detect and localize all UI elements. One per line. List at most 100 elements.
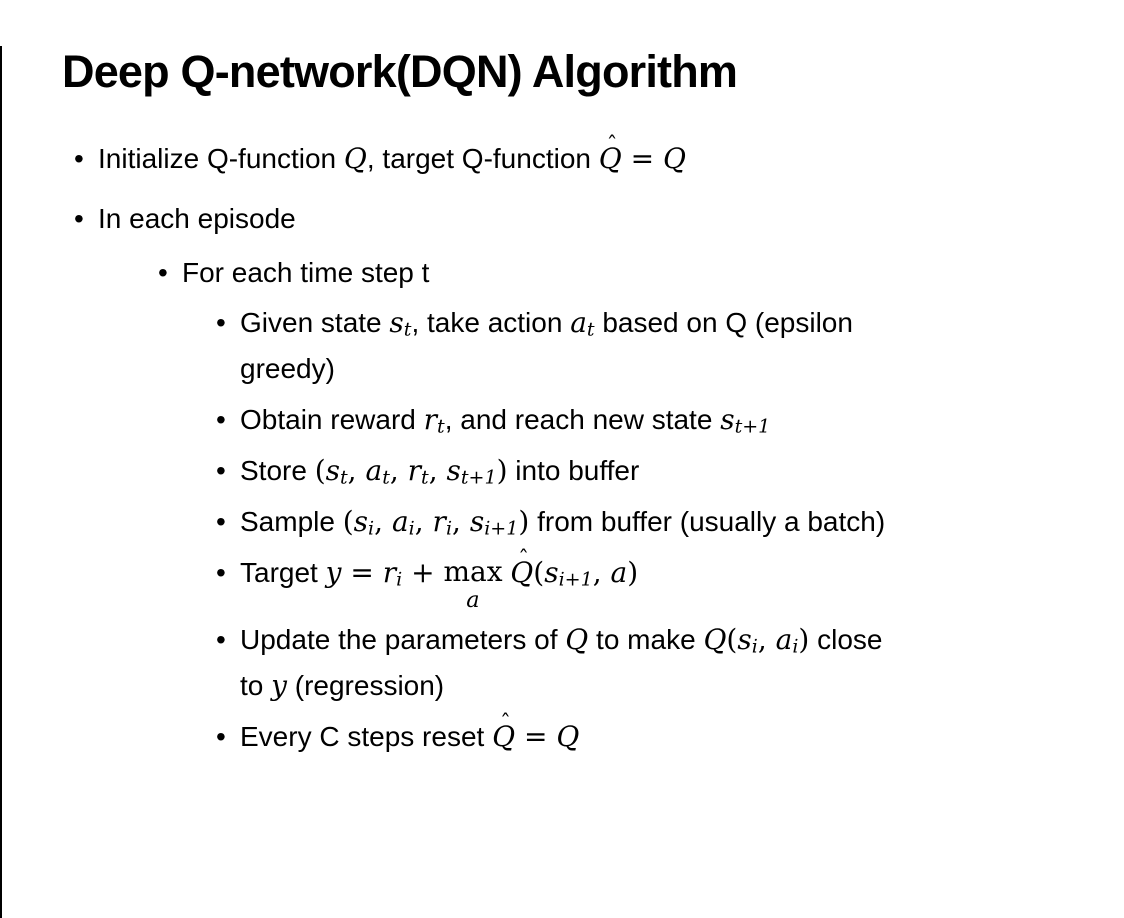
math-segment: a [391, 505, 409, 539]
text-segment: Given state [240, 307, 390, 339]
math-segment: , [374, 505, 392, 539]
math-segment: Q [662, 141, 686, 175]
slide-left-border [0, 46, 2, 918]
text-segment: Target [240, 557, 326, 588]
text-segment: Update the parameters of [240, 623, 566, 655]
math-segment: s [469, 505, 485, 539]
bullet-icon: • [216, 455, 226, 487]
math-segment: ) [518, 505, 530, 539]
math-segment: i [396, 568, 403, 591]
bullet-item: •Obtain reward rt, and reach new state s… [216, 397, 1124, 443]
math-segment: , [389, 454, 408, 488]
bullet-text: Obtain reward rt, and reach new state st… [240, 397, 770, 443]
math-segment: , [592, 556, 611, 589]
math-segment: ( [726, 622, 738, 656]
bullet-icon: • [216, 404, 226, 436]
text-segment: from buffer (usually a batch) [529, 506, 886, 538]
text-segment: Store [240, 455, 315, 487]
math-segment: ( [314, 454, 326, 488]
bullet-text: For each time step t [182, 250, 429, 296]
math-segment: t [586, 318, 595, 341]
text-segment: , target Q-function [366, 142, 599, 174]
hat-accent: ˆ [518, 547, 530, 573]
math-segment: ) [496, 454, 508, 488]
bullet-icon: • [158, 256, 168, 288]
math-segment: i+1 [558, 568, 593, 591]
math-segment: ) [627, 556, 639, 589]
math-segment: t [437, 415, 445, 438]
math-segment: i [408, 517, 415, 540]
math-segment: , [428, 454, 447, 488]
bullet-item: • In each episode [74, 196, 1124, 242]
text-segment: to make [588, 623, 704, 655]
math-segment: , [347, 454, 366, 488]
math-segment: a [610, 556, 628, 589]
math-segment: ( [342, 505, 354, 539]
math-segment: y [271, 668, 287, 702]
bullet-text: Sample (si, ai, ri, si+1) from buffer (u… [240, 499, 885, 545]
math-segment: s [389, 306, 404, 340]
text-segment: greedy) [240, 353, 335, 385]
page-title: Deep Q-network(DQN) Algorithm [62, 46, 738, 97]
bullet-item: •Initialize Q-function Q, target Q-funct… [74, 133, 1124, 182]
bullet-item: • For each time step t [158, 250, 1124, 296]
math-segment: r [407, 454, 422, 488]
text-segment: into buffer [507, 455, 640, 487]
limit-variable: a [466, 587, 480, 614]
slide: Deep Q-network(DQN) Algorithm •Initializ… [0, 46, 1124, 918]
math-segment: a [775, 622, 793, 656]
text-segment: For each time step t [182, 256, 430, 288]
math-segment: s [720, 403, 735, 437]
hat-accent: ˆ [606, 133, 618, 159]
math-segment: i [445, 517, 453, 540]
math-segment: t+1 [460, 466, 497, 489]
math-segment: , [414, 505, 433, 539]
bullet-item: •Sample (si, ai, ri, si+1) from buffer (… [216, 499, 1124, 545]
math-segment: ) [798, 622, 810, 656]
math-segment: + [402, 556, 444, 589]
text-segment: In each episode [98, 202, 296, 234]
math-segment: , [757, 622, 776, 656]
text-segment: close [809, 623, 883, 655]
math-segment: Q [556, 719, 580, 753]
math-segment: i [368, 517, 375, 540]
math-segment: s [544, 556, 559, 589]
bullet-item: •Update the parameters of Q to make Q(si… [216, 617, 1124, 709]
bullet-icon: • [216, 307, 226, 339]
math-segment: Q [703, 622, 727, 656]
bullet-text: Initialize Q-function Q , target Q-functi… [98, 133, 686, 182]
text-segment [503, 557, 511, 588]
text-segment: Every C steps reset [240, 720, 493, 752]
bullet-item: •Given state st, take action at based on… [216, 300, 1124, 392]
math-segment: Q [565, 622, 589, 656]
math-segment: t [421, 466, 429, 489]
math-segment: s [325, 454, 341, 488]
math-segment: y [325, 556, 342, 589]
bullet-text: Update the parameters of Q to make Q(si,… [240, 617, 883, 709]
bullet-icon: • [74, 202, 84, 234]
text-segment: to [240, 669, 272, 701]
bullet-text: Store (st, at, rt, st+1) into buffer [240, 448, 639, 494]
math-segment: i [792, 635, 799, 658]
math-segment: = [515, 719, 557, 753]
math-segment: i+1 [484, 517, 519, 540]
math-segment: t [382, 466, 390, 489]
limit-operator: max [443, 555, 503, 589]
bullet-text: In each episode [98, 196, 296, 242]
math-segment: = [621, 141, 663, 175]
text-segment: Initialize Q-function [98, 142, 344, 174]
bullet-text: Given state st, take action at based on … [240, 300, 853, 392]
math-segment: r [432, 505, 446, 539]
bullet-item: •Store (st, at, rt, st+1) into buffer [216, 448, 1124, 494]
math-segment: t [340, 466, 348, 489]
text-segment: (regression) [286, 669, 445, 701]
math-segment: i [751, 635, 758, 658]
bullet-icon: • [216, 557, 226, 588]
math-segment: t+1 [734, 415, 771, 438]
